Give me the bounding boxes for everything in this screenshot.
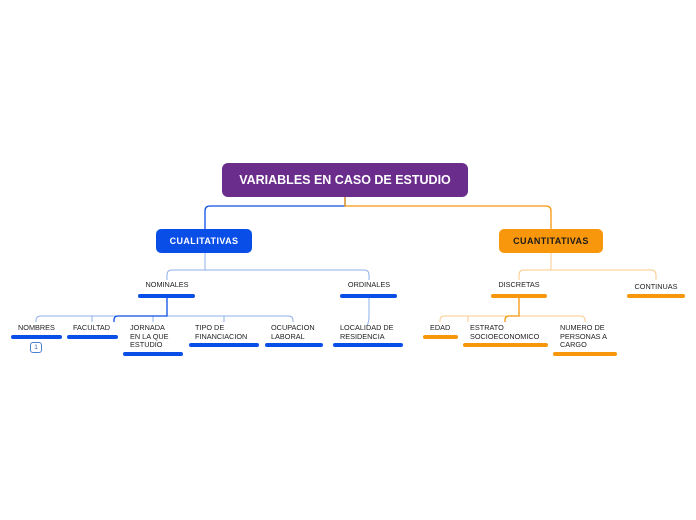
leaf-facultad-underline — [67, 335, 118, 339]
continuas-underline — [627, 294, 685, 298]
leaf-jornada-label: JORNADA EN LA QUE ESTUDIO — [130, 323, 169, 350]
leaf-ocupacion-laboral-label: OCUPACION LABORAL — [271, 323, 315, 341]
discretas-label: DISCRETAS — [498, 280, 540, 289]
leaf-ocupacion-laboral-underline — [265, 343, 323, 347]
leaf-jornada[interactable]: JORNADA EN LA QUE ESTUDIO — [130, 323, 169, 350]
leaf-edad-underline — [423, 335, 458, 339]
leaf-tipo-financiacion-underline — [189, 343, 259, 347]
continuas-node[interactable]: CONTINUAS — [627, 282, 685, 292]
leaf-nombres-underline — [11, 335, 62, 339]
root-node[interactable]: VARIABLES EN CASO DE ESTUDIO — [222, 163, 468, 197]
leaf-nombres[interactable]: NOMBRES — [18, 323, 55, 333]
ordinales-underline — [340, 294, 397, 298]
leaf-ocupacion-laboral[interactable]: OCUPACION LABORAL — [271, 323, 315, 341]
discretas-underline — [491, 294, 547, 298]
connector-discretas-strong — [504, 298, 520, 322]
connector-nominales-leaves — [35, 298, 294, 322]
connector-nominales-strong — [113, 298, 168, 322]
ordinales-node[interactable]: ORDINALES — [340, 280, 398, 290]
connector-ordinales-leaf — [366, 298, 370, 327]
leaf-localidad[interactable]: LOCALIDAD DE RESIDENCIA — [340, 323, 394, 341]
leaf-edad-label: EDAD — [430, 323, 451, 332]
leaf-estrato-underline — [463, 343, 548, 347]
leaf-facultad[interactable]: FACULTAD — [73, 323, 111, 333]
connector-cuantitativas-sub — [518, 253, 657, 280]
connector-root-cuantitativas — [344, 197, 552, 229]
leaf-edad[interactable]: EDAD — [430, 323, 451, 333]
discretas-node[interactable]: DISCRETAS — [491, 280, 547, 290]
connector-root-cualitativas — [204, 197, 346, 229]
leaf-localidad-label: LOCALIDAD DE RESIDENCIA — [340, 323, 394, 341]
leaf-tipo-financiacion[interactable]: TIPO DE FINANCIACION — [195, 323, 248, 341]
leaf-localidad-underline — [333, 343, 403, 347]
connector-discretas-leaves — [439, 298, 586, 322]
note-count-badge[interactable]: 1 — [30, 342, 42, 353]
leaf-jornada-underline — [123, 352, 183, 356]
continuas-label: CONTINUAS — [634, 282, 678, 291]
leaf-estrato-label: ESTRATO SOCIOECONOMICO — [470, 323, 540, 341]
nominales-label: NOMINALES — [145, 280, 189, 289]
nominales-underline — [138, 294, 195, 298]
leaf-numero-personas-label: NUMERO DE PERSONAS A CARGO — [560, 323, 608, 350]
cualitativas-node[interactable]: CUALITATIVAS — [156, 229, 252, 253]
leaf-estrato[interactable]: ESTRATO SOCIOECONOMICO — [470, 323, 540, 341]
cuantitativas-node[interactable]: CUANTITATIVAS — [499, 229, 603, 253]
leaf-nombres-label: NOMBRES — [18, 323, 55, 332]
connector-cualitativas-sub — [166, 253, 370, 280]
leaf-facultad-label: FACULTAD — [73, 323, 111, 332]
ordinales-label: ORDINALES — [347, 280, 391, 289]
nominales-node[interactable]: NOMINALES — [138, 280, 196, 290]
leaf-numero-personas[interactable]: NUMERO DE PERSONAS A CARGO — [560, 323, 608, 350]
leaf-tipo-financiacion-label: TIPO DE FINANCIACION — [195, 323, 248, 341]
leaf-numero-personas-underline — [553, 352, 617, 356]
